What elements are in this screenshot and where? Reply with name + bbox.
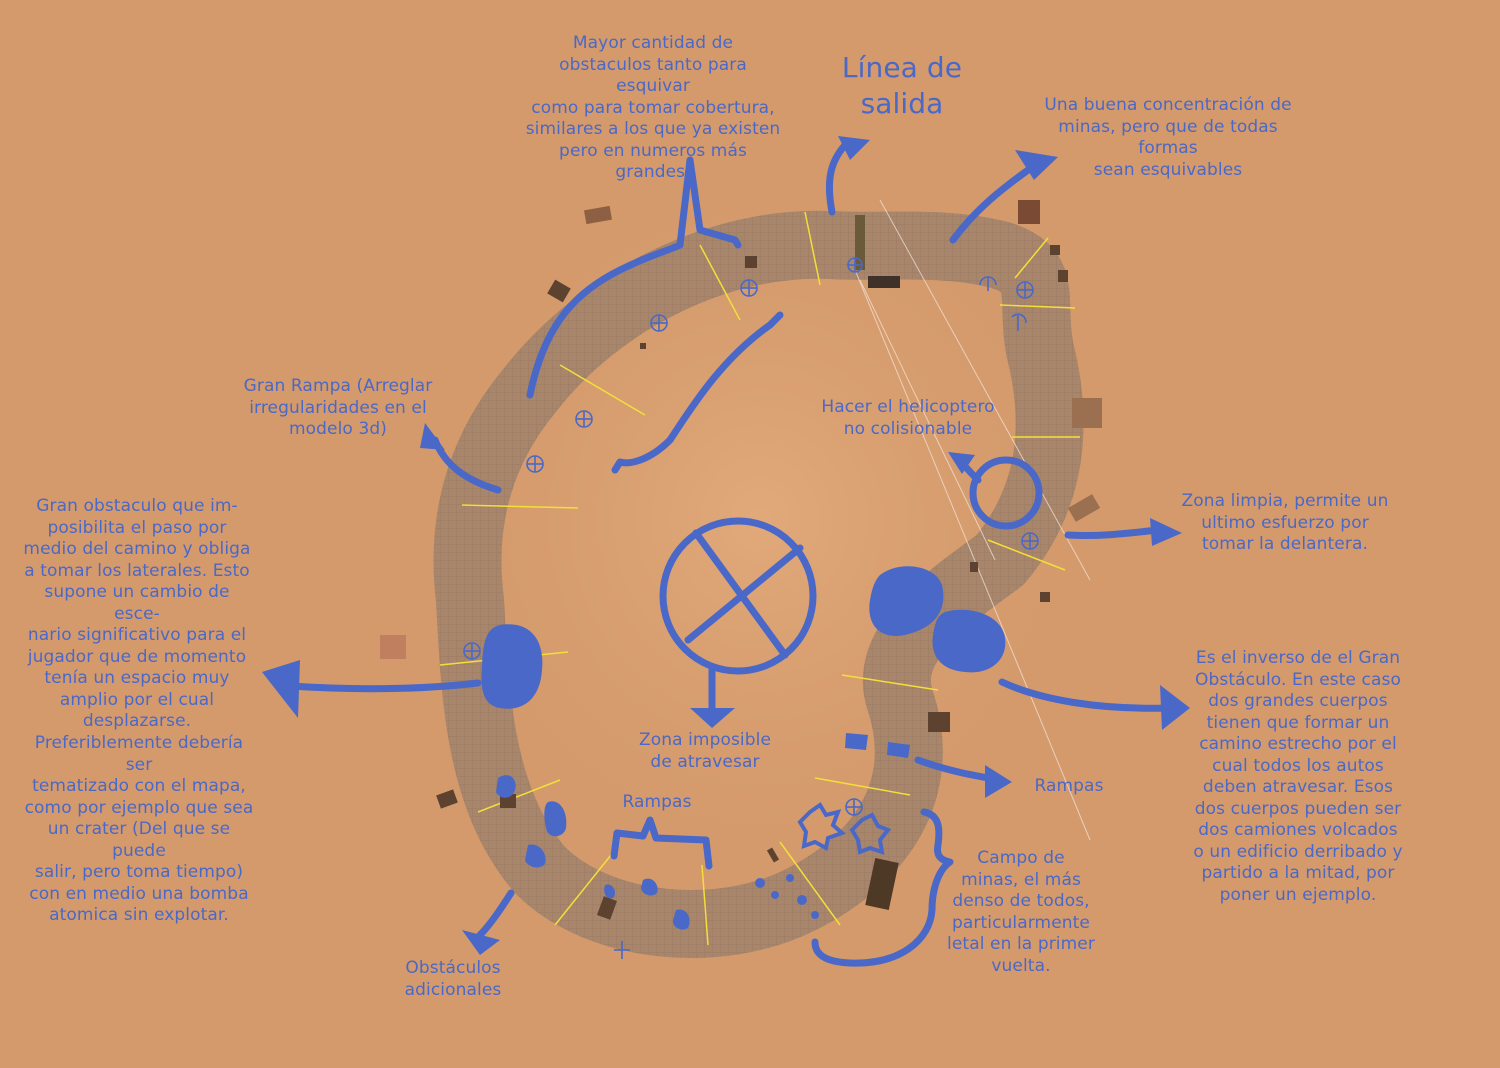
note-big-obstacle: Gran obstaculo que im- posibilita el pas… xyxy=(23,496,251,731)
note-mines-top: Una buena concentración de minas, pero q… xyxy=(1044,95,1292,180)
note-helicopter: Hacer el helicoptero no colisionable xyxy=(821,397,995,439)
checkpoint-lines xyxy=(439,211,1080,946)
note-ramps-left: Rampas xyxy=(622,792,692,812)
annotation-arrowheads xyxy=(262,136,1190,955)
annotation-blobs xyxy=(481,566,1006,930)
note-big-ramp: Gran Rampa (Arreglar irregularidades en … xyxy=(243,376,433,439)
note-minefield: Campo de minas, el más denso de todos, p… xyxy=(947,848,1095,976)
note-inverse: Es el inverso de el Gran Obstáculo. En e… xyxy=(1193,648,1403,905)
checkpoint-markers xyxy=(463,257,1039,959)
note-ramps-right: Rampas xyxy=(1034,776,1104,796)
annotation-strokes xyxy=(286,138,1172,967)
race-track xyxy=(433,210,1084,958)
note-start-line: Línea de salida xyxy=(841,51,963,120)
minefield-marks xyxy=(797,802,892,855)
note-impassable: Zona imposible de atravesar xyxy=(638,730,772,772)
note-more-obstacles: Mayor cantidad de obstaculos tanto para … xyxy=(525,33,781,182)
note-crater: Preferiblemente debería ser tematizado c… xyxy=(24,733,254,925)
scene-props xyxy=(380,200,1102,920)
note-extra-obstacles: Obstáculos adicionales xyxy=(404,958,502,1000)
note-clean-zone: Zona limpia, permite un ultimo esfuerzo … xyxy=(1181,491,1389,554)
guide-lines xyxy=(854,199,1091,841)
